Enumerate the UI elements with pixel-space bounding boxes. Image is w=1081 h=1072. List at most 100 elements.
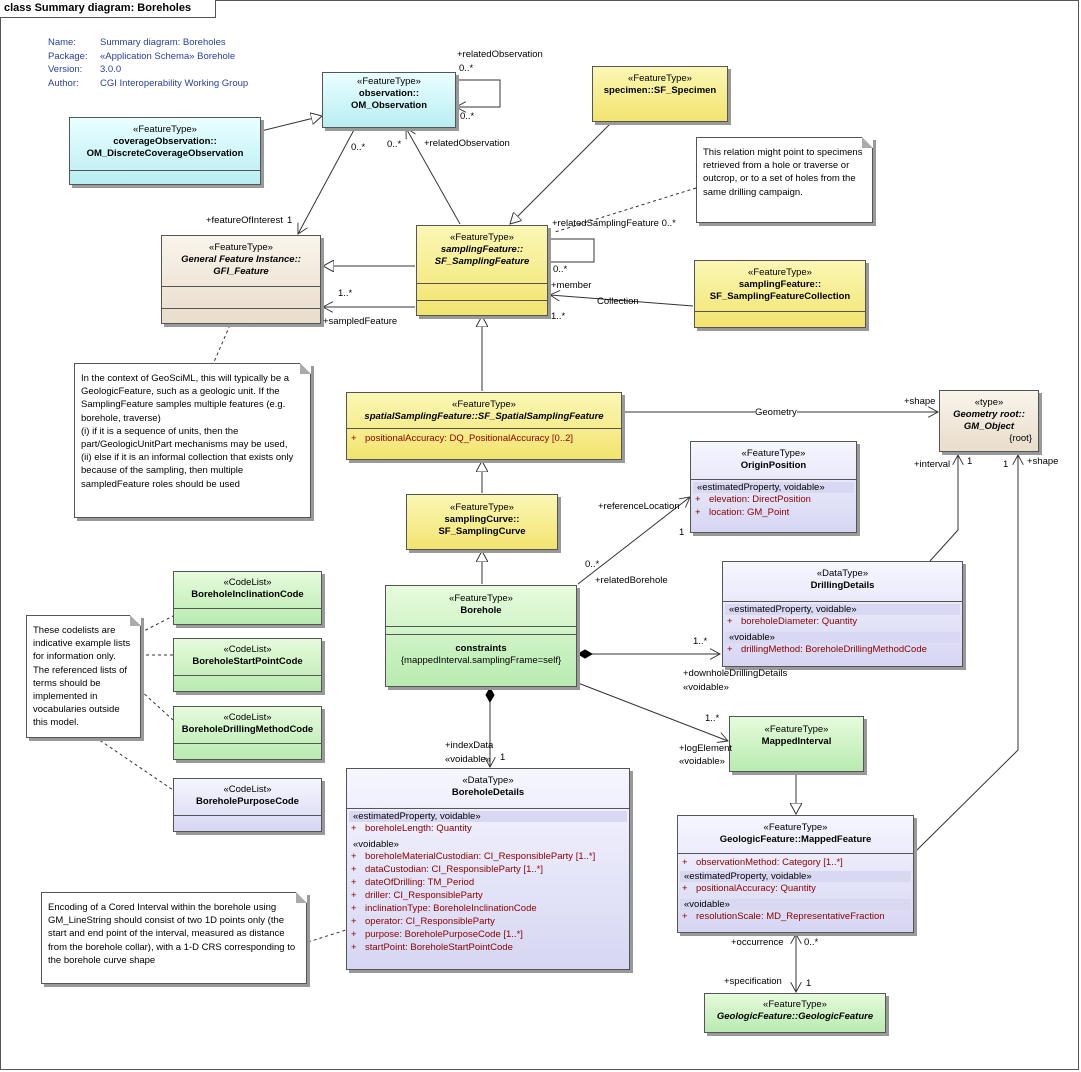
class-name: BoreholeInclinationCode	[191, 589, 304, 600]
class-codelist-drilling-method[interactable]: «CodeList» BoreholeDrillingMethodCode	[173, 706, 322, 760]
class-name: Geometry root::	[953, 409, 1025, 420]
class-name: MappedInterval	[761, 736, 832, 747]
class-name: GeologicFeature::GeologicFeature	[716, 1011, 874, 1022]
class-mapped-interval[interactable]: «FeatureType» MappedInterval	[729, 716, 864, 772]
class-name: samplingFeature::	[440, 244, 524, 255]
meta-value: «Application Schema» Borehole	[100, 50, 236, 62]
role-label: +featureOfInterest	[206, 215, 283, 226]
class-name: GM_Object	[963, 421, 1015, 432]
multiplicity-label: 1..*	[693, 636, 708, 647]
role-label: +shape	[904, 396, 936, 407]
stereotype: «FeatureType»	[764, 724, 829, 735]
association-name: Collection	[597, 296, 639, 307]
class-name: BoreholeStartPointCode	[192, 656, 303, 667]
association-name: Geometry	[755, 407, 797, 418]
class-spatial-sampling-feature[interactable]: «FeatureType» spatialSamplingFeature::SF…	[346, 392, 622, 460]
multiplicity-label: 0..*	[585, 559, 600, 570]
meta-value: Summary diagram: Boreholes	[100, 37, 226, 48]
attribute: +dateOfDrilling: TM_Period	[351, 877, 475, 888]
class-sf-collection[interactable]: «FeatureType» samplingFeature:: SF_Sampl…	[694, 260, 866, 328]
stereotype: «FeatureType»	[741, 448, 806, 459]
attribute: +observationMethod: Category [1..*]	[682, 857, 843, 868]
class-origin-position[interactable]: «FeatureType» OriginPosition «estimatedP…	[690, 441, 857, 533]
attribute: +purpose: BoreholePurposeCode [1..*]	[351, 929, 523, 940]
attribute: +inclinationType: BoreholeInclinationCod…	[351, 903, 537, 914]
class-geologic-feature[interactable]: «FeatureType» GeologicFeature::GeologicF…	[704, 993, 886, 1033]
meta-key: Version:	[48, 64, 83, 75]
note-specimen-relation: This relation might point to specimens r…	[696, 137, 873, 223]
attribute: +dataCustodian: CI_ResponsibleParty [1..…	[351, 864, 543, 875]
attribute: +driller: CI_ResponsibleParty	[351, 890, 483, 901]
stereotype: «FeatureType»	[628, 73, 692, 84]
meta-key: Name:	[48, 37, 76, 48]
class-om-observation[interactable]: «FeatureType» observation:: OM_Observati…	[322, 72, 456, 128]
constraint: {mappedInterval.samplingFrame=self}	[400, 655, 562, 666]
diagram-title: class Summary diagram: Boreholes	[0, 0, 217, 18]
stereotype: «CodeList»	[223, 577, 272, 588]
class-codelist-purpose[interactable]: «CodeList» BoreholePurposeCode	[173, 778, 322, 832]
multiplicity-label: 0..*	[351, 142, 366, 153]
stereotype: «CodeList»	[223, 644, 272, 655]
role-label: +sampledFeature	[323, 316, 398, 327]
multiplicity-label: 0..*	[804, 937, 819, 948]
class-name: GFI_Feature	[213, 266, 269, 277]
section-header: «estimatedProperty, voidable»	[693, 482, 854, 493]
diagram-metadata: Name:Summary diagram: Boreholes Package:…	[48, 36, 248, 90]
stereotype: «type»	[974, 397, 1004, 408]
stereotype: «FeatureType»	[209, 242, 273, 253]
attribute: +positionalAccuracy: Quantity	[682, 883, 816, 894]
stereotype: «CodeList»	[223, 784, 272, 795]
role-label: +relatedObservation	[457, 49, 543, 60]
class-name: BoreholeDrillingMethodCode	[181, 724, 314, 735]
stereotype: «FeatureType»	[452, 399, 516, 410]
class-name: samplingFeature::	[738, 279, 822, 290]
attribute: +location: GM_Point	[695, 507, 790, 518]
class-name: Borehole	[460, 605, 502, 616]
multiplicity-label: 1	[1003, 459, 1009, 470]
class-gfi-feature[interactable]: «FeatureType» General Feature Instance::…	[161, 235, 321, 324]
attribute: +startPoint: BoreholeStartPointCode	[351, 942, 513, 953]
attribute: +boreholeMaterialCustodian: CI_Responsib…	[351, 851, 596, 862]
class-name: SF_SamplingFeatureCollection	[709, 291, 851, 302]
section-header: «voidable»	[725, 632, 960, 643]
class-sampling-curve[interactable]: «FeatureType» samplingCurve:: SF_Samplin…	[406, 494, 558, 550]
multiplicity-label: 1..*	[338, 288, 353, 299]
section-header: «estimatedProperty, voidable»	[725, 604, 960, 615]
stereotype: «FeatureType»	[449, 593, 513, 604]
class-borehole-details[interactable]: «DataType» BoreholeDetails «estimatedPro…	[346, 768, 630, 970]
note-cored-interval: Encoding of a Cored Interval within the …	[41, 892, 307, 984]
class-name: OM_DiscreteCoverageObservation	[86, 148, 244, 159]
class-codelist-startpoint[interactable]: «CodeList» BoreholeStartPointCode	[173, 638, 322, 692]
section-header: «estimatedProperty, voidable»	[680, 871, 911, 882]
stereotype: «FeatureType»	[133, 124, 197, 135]
role-label: +downholeDrillingDetails	[683, 668, 788, 679]
class-gm-object[interactable]: «type» Geometry root:: GM_Object {root}	[939, 390, 1039, 452]
role-label: +relatedSamplingFeature 0..*	[552, 218, 676, 229]
role-label: +specification	[724, 976, 782, 987]
constraints-title: constraints	[455, 643, 507, 654]
class-name: OriginPosition	[740, 460, 807, 471]
class-borehole[interactable]: «FeatureType» Borehole constraints {mapp…	[385, 585, 577, 687]
class-mapped-feature[interactable]: «FeatureType» GeologicFeature::MappedFea…	[677, 815, 914, 933]
multiplicity-label: 0..*	[460, 111, 475, 122]
multiplicity-label: 1	[287, 215, 293, 226]
stereotype: «FeatureType»	[763, 822, 828, 833]
class-coverage-observation[interactable]: «FeatureType» coverageObservation:: OM_D…	[69, 117, 261, 185]
class-sf-specimen[interactable]: «FeatureType» specimen::SF_Specimen	[592, 66, 728, 122]
class-sf-sampling-feature[interactable]: «FeatureType» samplingFeature:: SF_Sampl…	[416, 225, 548, 316]
note-geosciml: In the context of GeoSciML, this will ty…	[74, 363, 311, 518]
stereotype: «DataType»	[462, 775, 514, 786]
role-label: +relatedBorehole	[595, 575, 668, 586]
tagged-value: {root}	[1009, 433, 1032, 444]
note-codelists: These codelists are indicative example l…	[26, 615, 141, 738]
role-label: +occurrence	[731, 937, 784, 948]
stereotype: «FeatureType»	[748, 267, 812, 278]
section-header: «estimatedProperty, voidable»	[349, 811, 627, 822]
multiplicity-label: 1..*	[705, 713, 720, 724]
class-codelist-inclination[interactable]: «CodeList» BoreholeInclinationCode	[173, 571, 322, 625]
multiplicity-label: 1..*	[551, 311, 566, 322]
role-label: +indexData	[445, 740, 494, 751]
class-drilling-details[interactable]: «DataType» DrillingDetails «estimatedPro…	[722, 561, 963, 667]
attribute: +resolutionScale: MD_RepresentativeFract…	[682, 911, 885, 922]
